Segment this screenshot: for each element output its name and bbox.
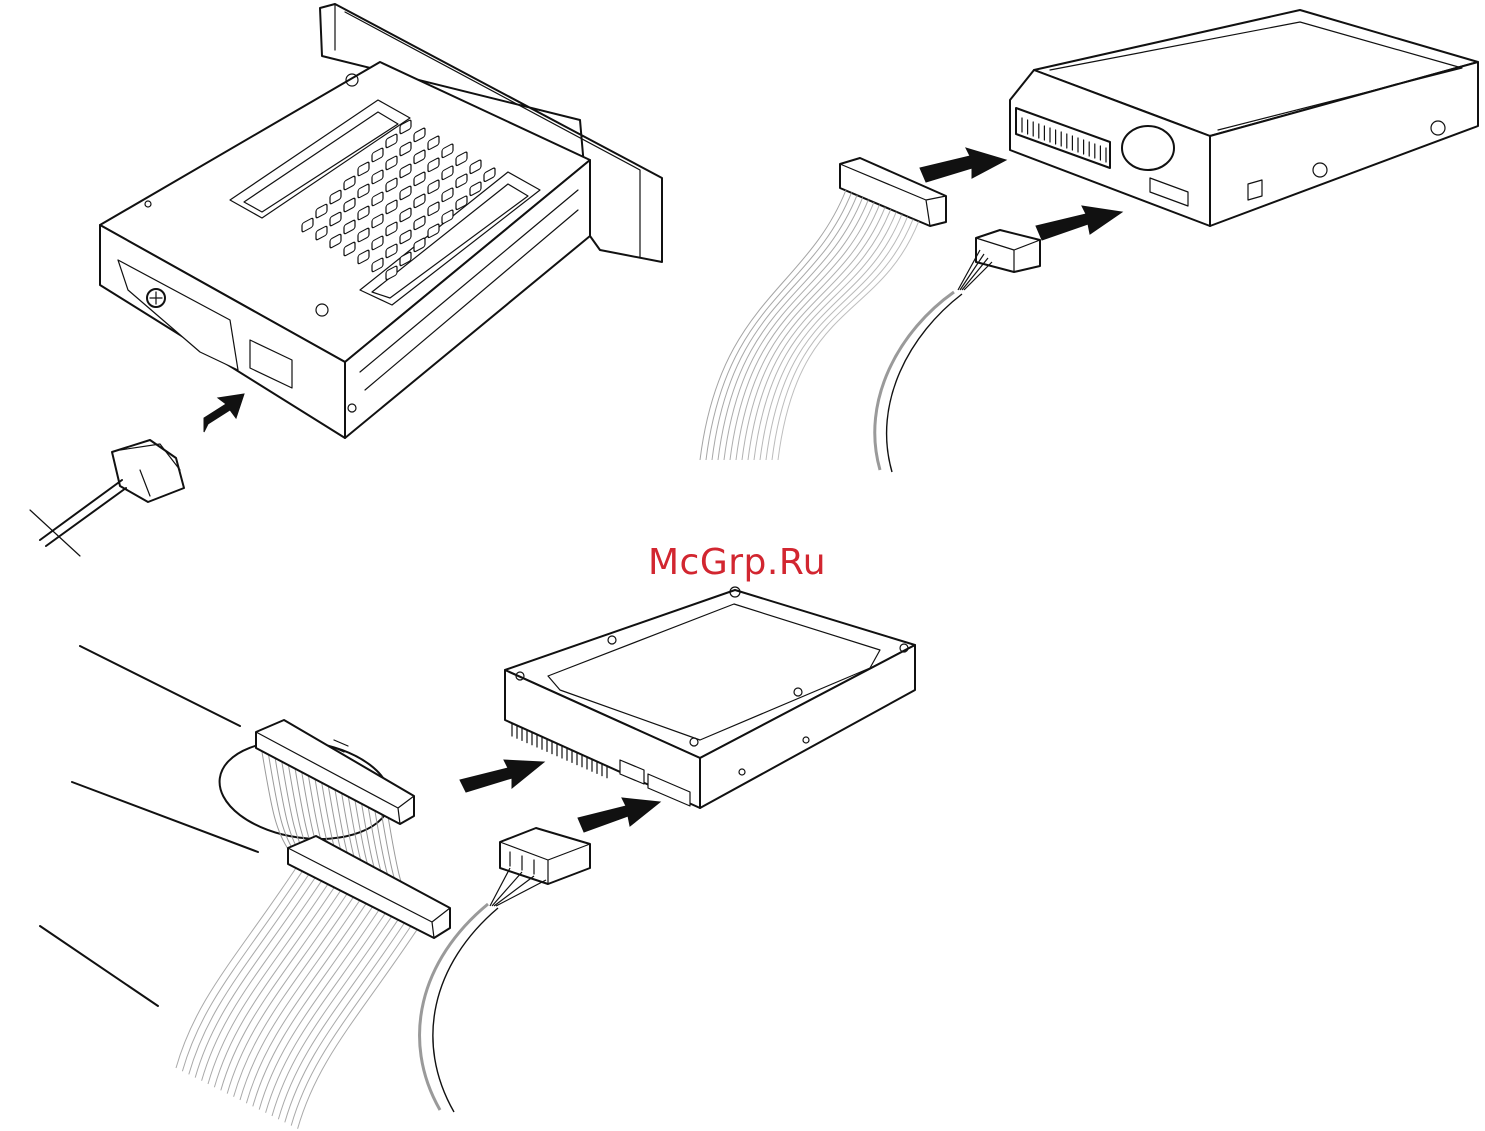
floppy-drive-motor	[1122, 126, 1174, 170]
floppy-ribbon-cable	[700, 190, 919, 460]
power-sheath-edge	[887, 294, 962, 472]
hdd-power-arrow	[578, 798, 660, 832]
power-sheath-edge	[433, 908, 498, 1112]
hdd-data-arrow	[460, 760, 544, 792]
hard-disk-figure	[40, 587, 915, 1129]
cage-insert-arrow	[204, 394, 244, 432]
watermark-text: McGrp.Ru	[648, 542, 826, 583]
hdd-ribbon-connector-1	[256, 720, 414, 824]
floppy-drive-figure	[700, 10, 1478, 472]
floppy-power-cable	[875, 250, 992, 472]
hdd-power-plug	[500, 828, 590, 884]
power-wire	[960, 254, 984, 290]
power-wire	[958, 250, 980, 290]
callout-line-master	[80, 646, 240, 726]
drive-bay-cage-figure	[30, 4, 662, 556]
led-wire	[40, 480, 126, 546]
callout-line-motherboard	[40, 926, 158, 1006]
ribbon-wire	[760, 214, 902, 460]
floppy-data-arrow	[920, 148, 1006, 182]
power-wire	[964, 262, 992, 290]
callout-line-slave	[72, 782, 258, 852]
ribbon-wire	[262, 752, 290, 852]
hdd-ribbon-connector-2	[288, 836, 450, 938]
ribbon-wire-tail	[298, 929, 418, 1129]
ribbon-wire	[718, 197, 863, 460]
floppy-power-arrow	[1036, 206, 1122, 240]
floppy-power-plug	[976, 230, 1040, 272]
power-wire	[962, 258, 988, 290]
